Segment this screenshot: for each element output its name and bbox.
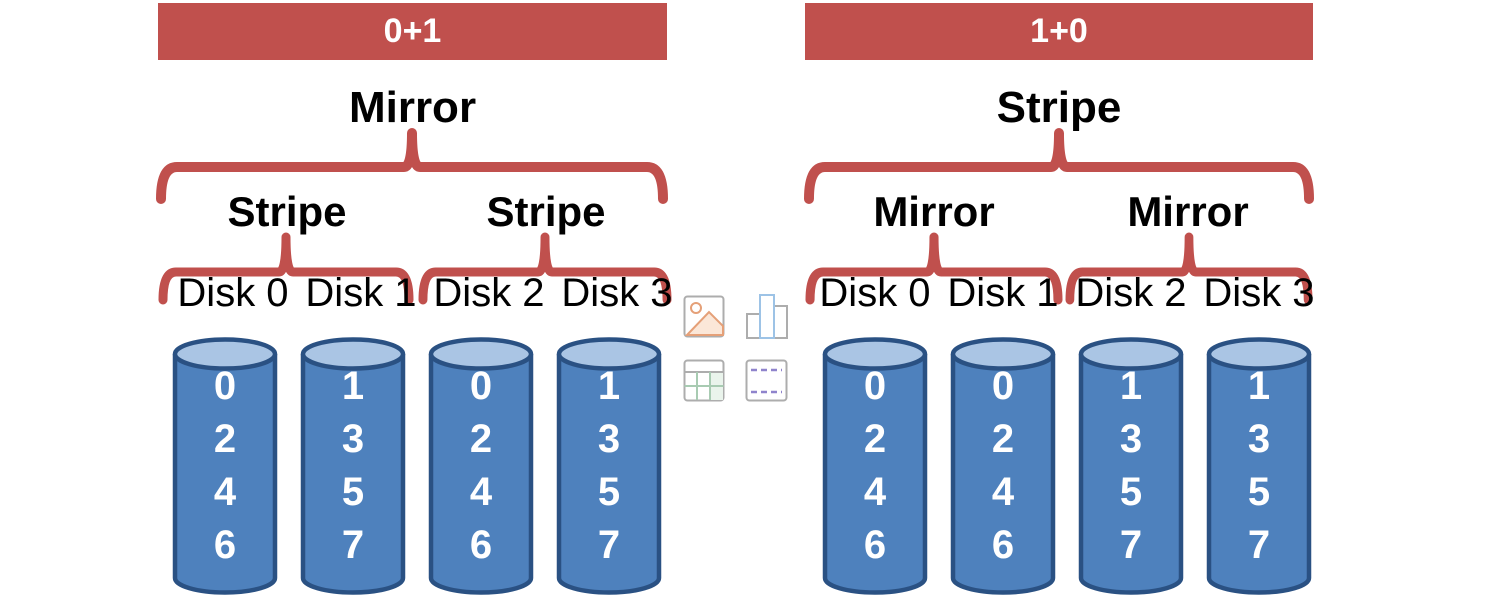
disk-cylinder: 1 3 5 7 bbox=[1206, 336, 1312, 596]
mirror-group-label: Mirror bbox=[1127, 188, 1249, 235]
disk-cylinder: 1 3 5 7 bbox=[1078, 336, 1184, 596]
curly-brace-mirror-group bbox=[156, 128, 668, 204]
disk-block-value: 2 bbox=[991, 417, 1015, 461]
stripe-group-label: Stripe bbox=[227, 188, 347, 235]
stripe-group-label: Stripe bbox=[486, 188, 606, 235]
disk-cylinder: 0 2 4 6 bbox=[950, 336, 1056, 596]
disk-block-value: 4 bbox=[213, 470, 237, 514]
curly-brace-stripe-2 bbox=[418, 232, 672, 305]
disk-block-value: 1 bbox=[341, 364, 365, 408]
disk-block-value: 4 bbox=[469, 470, 493, 514]
disk-block-value: 6 bbox=[469, 523, 493, 567]
disk-block-value: 5 bbox=[1247, 470, 1271, 514]
mirror-top-label: Mirror bbox=[348, 83, 477, 132]
disk-block-value: 7 bbox=[1247, 523, 1271, 567]
disk-cylinder: 0 2 4 6 bbox=[428, 336, 534, 596]
disk-label: Disk 0 bbox=[819, 271, 931, 315]
disk-block-value: 0 bbox=[863, 364, 887, 408]
picture-icon[interactable] bbox=[683, 295, 725, 338]
media-icon[interactable] bbox=[745, 359, 788, 402]
curly-brace-mirror-2 bbox=[1065, 232, 1313, 305]
disk-block-value: 1 bbox=[1119, 364, 1143, 408]
disk-cylinder: 0 2 4 6 bbox=[172, 336, 278, 596]
disk-block-value: 3 bbox=[597, 417, 621, 461]
disk-block-value: 3 bbox=[1119, 417, 1143, 461]
disk-block-value: 5 bbox=[1119, 470, 1143, 514]
disk-block-value: 3 bbox=[1247, 417, 1271, 461]
disk-label: Disk 3 bbox=[1203, 271, 1315, 315]
disk-label: Disk 2 bbox=[433, 271, 545, 315]
mirror-group-label: Mirror bbox=[873, 188, 995, 235]
curly-brace-stripe-group bbox=[804, 128, 1314, 204]
disk-block-value: 5 bbox=[597, 470, 621, 514]
disk-cylinder: 0 2 4 6 bbox=[822, 336, 928, 596]
disk-block-value: 6 bbox=[991, 523, 1015, 567]
disk-block-value: 0 bbox=[213, 364, 237, 408]
disk-label: Disk 2 bbox=[1075, 271, 1187, 315]
raid-0plus1-header: 0+1 bbox=[158, 3, 667, 60]
disk-block-value: 2 bbox=[213, 417, 237, 461]
disk-block-value: 4 bbox=[991, 470, 1015, 514]
disk-block-value: 4 bbox=[863, 470, 887, 514]
disk-block-value: 1 bbox=[597, 364, 621, 408]
disk-block-value: 6 bbox=[863, 523, 887, 567]
curly-brace-stripe-1 bbox=[158, 232, 414, 305]
disk-block-value: 7 bbox=[1119, 523, 1143, 567]
disk-block-value: 2 bbox=[863, 417, 887, 461]
disk-block-value: 6 bbox=[213, 523, 237, 567]
chart-icon[interactable] bbox=[745, 293, 789, 340]
stripe-top-label: Stripe bbox=[996, 83, 1122, 132]
disk-block-value: 0 bbox=[469, 364, 493, 408]
disk-label: Disk 1 bbox=[305, 271, 417, 315]
disk-label: Disk 0 bbox=[177, 271, 289, 315]
table-icon[interactable] bbox=[683, 359, 725, 402]
disk-block-value: 1 bbox=[1247, 364, 1271, 408]
disk-label: Disk 3 bbox=[561, 271, 673, 315]
raid-1plus0-header: 1+0 bbox=[805, 3, 1313, 60]
disk-block-value: 7 bbox=[341, 523, 365, 567]
disk-block-value: 2 bbox=[469, 417, 493, 461]
disk-block-value: 0 bbox=[991, 364, 1015, 408]
curly-brace-mirror-1 bbox=[805, 232, 1063, 305]
disk-label: Disk 1 bbox=[947, 271, 1059, 315]
disk-block-value: 3 bbox=[341, 417, 365, 461]
disk-block-value: 7 bbox=[597, 523, 621, 567]
disk-cylinder: 1 3 5 7 bbox=[556, 336, 662, 596]
disk-block-value: 5 bbox=[341, 470, 365, 514]
disk-cylinder: 1 3 5 7 bbox=[300, 336, 406, 596]
